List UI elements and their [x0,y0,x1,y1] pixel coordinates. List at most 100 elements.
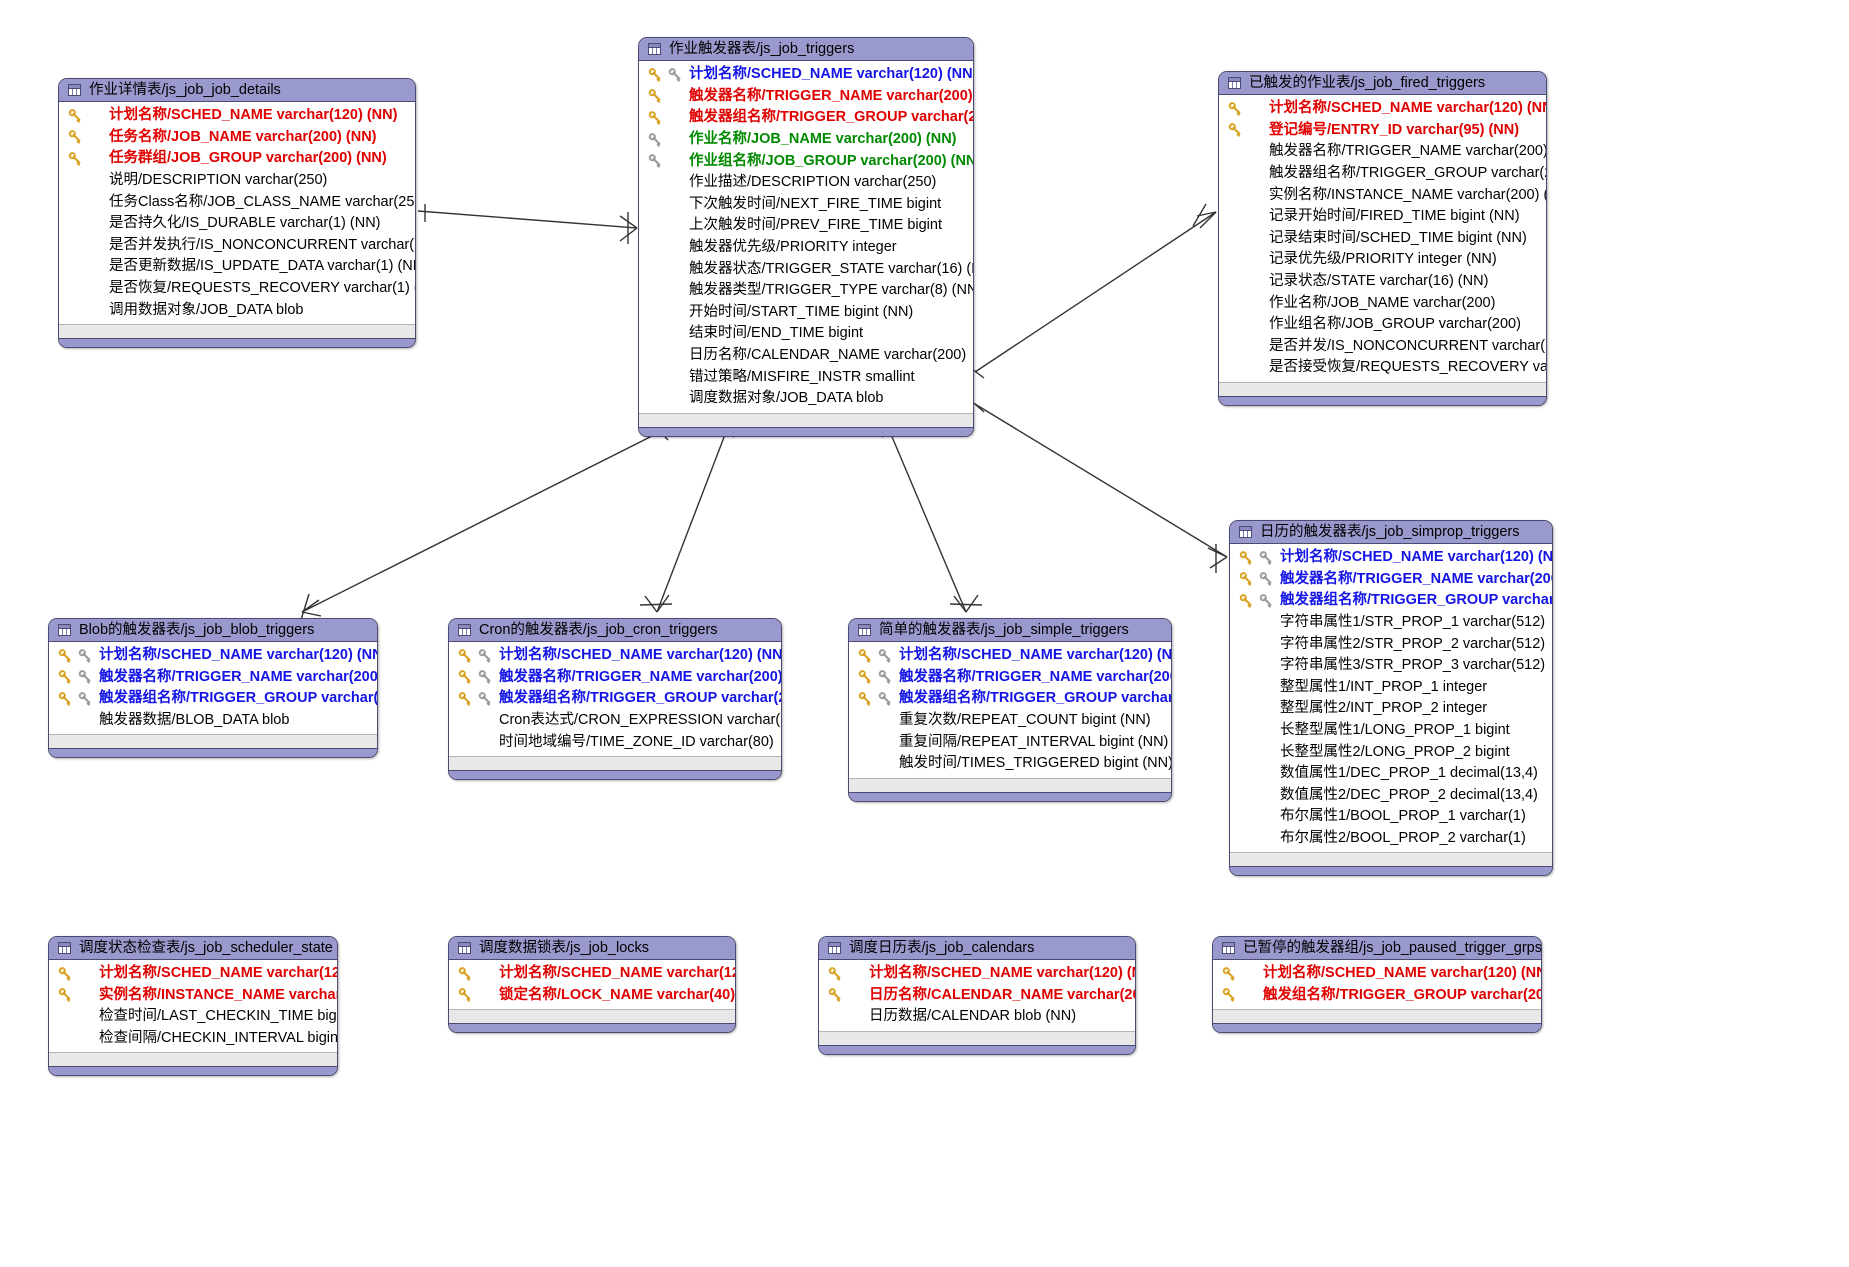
attribute-row[interactable]: Cron表达式/CRON_EXPRESSION varchar(120) (NN… [455,710,781,732]
attribute-row[interactable]: 字符串属性3/STR_PROP_3 varchar(512) [1236,655,1545,677]
attribute-row[interactable]: 开始时间/START_TIME bigint (NN) [645,302,965,324]
entity-header-cron_triggers[interactable]: Cron的触发器表/js_job_cron_triggers [449,619,781,642]
attribute-row[interactable]: 作业描述/DESCRIPTION varchar(250) [645,172,965,194]
attribute-row[interactable]: 整型属性2/INT_PROP_2 integer [1236,698,1544,720]
attribute-row[interactable]: 触发器名称/TRIGGER_NAME varchar(200) (NN) [645,86,973,108]
entity-header-scheduler_state[interactable]: 调度状态检查表/js_job_scheduler_state [49,937,337,960]
attribute-row[interactable]: 布尔属性2/BOOL_PROP_2 varchar(1) [1236,828,1544,850]
attribute-row[interactable]: 触发器名称/TRIGGER_NAME varchar(200) (NN) [55,667,377,689]
attribute-row[interactable]: 实例名称/INSTANCE_NAME varchar(200) (NN) [55,985,337,1007]
attribute-row[interactable]: 计划名称/SCHED_NAME varchar(120) (NN) [55,963,337,985]
attribute-row[interactable]: 数值属性2/DEC_PROP_2 decimal(13,4) [1236,785,1544,807]
attribute-row[interactable]: 触发器组名称/TRIGGER_GROUP varchar(200) (NN) [55,688,377,710]
entity-header-locks[interactable]: 调度数据锁表/js_job_locks [449,937,735,960]
attribute-row[interactable]: 触发组名称/TRIGGER_GROUP varchar(200) (NN) [1219,985,1541,1007]
entity-locks[interactable]: 调度数据锁表/js_job_locks 计划名称/SCHED_NAME varch… [448,936,736,1034]
attribute-row[interactable]: 日历名称/CALENDAR_NAME varchar(200) (NN) [825,985,1135,1007]
attribute-row[interactable]: 记录优先级/PRIORITY integer (NN) [1225,249,1538,271]
attribute-row[interactable]: 计划名称/SCHED_NAME varchar(120) (NN) [1236,547,1552,569]
attribute-row[interactable]: 实例名称/INSTANCE_NAME varchar(200) (NN) [1225,184,1546,206]
attribute-row[interactable]: 计划名称/SCHED_NAME varchar(120) (NN) [455,963,735,985]
attribute-row[interactable]: 任务Class名称/JOB_CLASS_NAME varchar(250) (N… [65,191,415,213]
entity-paused_trigger_grps[interactable]: 已暂停的触发器组/js_job_paused_trigger_grps 计划名称/… [1212,936,1542,1034]
attribute-row[interactable]: 触发器数据/BLOB_DATA blob [55,710,369,732]
attribute-row[interactable]: 日历数据/CALENDAR blob (NN) [825,1006,1127,1028]
entity-calendars[interactable]: 调度日历表/js_job_calendars 计划名称/SCHED_NAME va… [818,936,1136,1055]
attribute-row[interactable]: 计划名称/SCHED_NAME varchar(120) (NN) [1219,963,1541,985]
attribute-row[interactable]: 字符串属性2/STR_PROP_2 varchar(512) [1236,633,1545,655]
entity-header-paused_trigger_grps[interactable]: 已暂停的触发器组/js_job_paused_trigger_grps [1213,937,1541,960]
attribute-row[interactable]: 计划名称/SCHED_NAME varchar(120) (NN) [55,645,377,667]
attribute-row[interactable]: 是否更新数据/IS_UPDATE_DATA varchar(1) (NN) [65,256,415,278]
attribute-row[interactable]: 重复次数/REPEAT_COUNT bigint (NN) [855,710,1163,732]
attribute-row[interactable]: 说明/DESCRIPTION varchar(250) [65,170,407,192]
attribute-row[interactable]: 检查时间/LAST_CHECKIN_TIME bigint (NN) [55,1006,337,1028]
entity-header-job_triggers[interactable]: 作业触发器表/js_job_triggers [639,38,973,61]
attribute-row[interactable]: 计划名称/SCHED_NAME varchar(120) (NN) [825,963,1135,985]
entity-header-calendars[interactable]: 调度日历表/js_job_calendars [819,937,1135,960]
attribute-row[interactable]: 记录开始时间/FIRED_TIME bigint (NN) [1225,206,1538,228]
attribute-row[interactable]: 数值属性1/DEC_PROP_1 decimal(13,4) [1236,763,1544,785]
attribute-row[interactable]: 触发器名称/TRIGGER_NAME varchar(200) (NN) [1236,569,1552,591]
attribute-row[interactable]: 作业组名称/JOB_GROUP varchar(200) (NN) [645,150,973,172]
entity-header-fired_triggers[interactable]: 已触发的作业表/js_job_fired_triggers [1219,72,1546,95]
attribute-row[interactable]: 触发器优先级/PRIORITY integer [645,237,965,259]
attribute-row[interactable]: 触发时间/TIMES_TRIGGERED bigint (NN) [855,753,1171,775]
entity-blob_triggers[interactable]: Blob的触发器表/js_job_blob_triggers 计划名称/SCHED… [48,618,378,759]
attribute-row[interactable]: 触发器名称/TRIGGER_NAME varchar(200) (NN) [455,667,781,689]
attribute-row[interactable]: 重复间隔/REPEAT_INTERVAL bigint (NN) [855,731,1168,753]
entity-header-simple_triggers[interactable]: 简单的触发器表/js_job_simple_triggers [849,619,1171,642]
attribute-row[interactable]: 触发器组名称/TRIGGER_GROUP varchar(200) (NN) [455,688,781,710]
attribute-row[interactable]: 是否接受恢复/REQUESTS_RECOVERY varchar(1) [1225,357,1546,379]
attribute-row[interactable]: 触发器状态/TRIGGER_STATE varchar(16) (NN) [645,258,973,280]
attribute-row[interactable]: 长整型属性2/LONG_PROP_2 bigint [1236,741,1544,763]
attribute-row[interactable]: 是否并发执行/IS_NONCONCURRENT varchar(1) (NN) [65,235,415,257]
attribute-row[interactable]: 是否恢复/REQUESTS_RECOVERY varchar(1) (NN) [65,278,415,300]
attribute-row[interactable]: 锁定名称/LOCK_NAME varchar(40) (NN) [455,985,735,1007]
entity-simprop_triggers[interactable]: 日历的触发器表/js_job_simprop_triggers 计划名称/SCHE… [1229,520,1553,877]
attribute-row[interactable]: 记录状态/STATE varchar(16) (NN) [1225,271,1538,293]
attribute-row[interactable]: 触发器类型/TRIGGER_TYPE varchar(8) (NN) [645,280,973,302]
attribute-row[interactable]: 长整型属性1/LONG_PROP_1 bigint [1236,720,1544,742]
attribute-row[interactable]: 上次触发时间/PREV_FIRE_TIME bigint [645,215,965,237]
entity-job_triggers[interactable]: 作业触发器表/js_job_triggers 计划名称/SCHED_NAME va… [638,37,974,437]
attribute-row[interactable]: 调度数据对象/JOB_DATA blob [645,388,965,410]
attribute-row[interactable]: 触发器名称/TRIGGER_NAME varchar(200) (NN) [855,667,1171,689]
attribute-row[interactable]: 触发器组名称/TRIGGER_GROUP varchar(200) (NN) [1236,590,1552,612]
attribute-row[interactable]: 触发器组名称/TRIGGER_GROUP varchar(200) (NN) [855,688,1171,710]
entity-cron_triggers[interactable]: Cron的触发器表/js_job_cron_triggers 计划名称/SCHED… [448,618,782,780]
attribute-row[interactable]: 触发器名称/TRIGGER_NAME varchar(200) (NN) [1225,141,1546,163]
attribute-row[interactable]: 任务名称/JOB_NAME varchar(200) (NN) [65,127,407,149]
attribute-row[interactable]: 检查间隔/CHECKIN_INTERVAL bigint (NN) [55,1028,337,1050]
entity-header-blob_triggers[interactable]: Blob的触发器表/js_job_blob_triggers [49,619,377,642]
attribute-row[interactable]: 是否持久化/IS_DURABLE varchar(1) (NN) [65,213,407,235]
attribute-row[interactable]: 触发器组名称/TRIGGER_GROUP varchar(200) (NN) [645,107,973,129]
attribute-row[interactable]: 作业名称/JOB_NAME varchar(200) [1225,292,1538,314]
attribute-row[interactable]: 计划名称/SCHED_NAME varchar(120) (NN) [855,645,1171,667]
attribute-row[interactable]: 计划名称/SCHED_NAME varchar(120) (NN) [645,64,973,86]
attribute-row[interactable]: 错过策略/MISFIRE_INSTR smallint [645,366,965,388]
attribute-row[interactable]: 时间地域编号/TIME_ZONE_ID varchar(80) [455,731,774,753]
attribute-row[interactable]: 记录结束时间/SCHED_TIME bigint (NN) [1225,228,1538,250]
attribute-row[interactable]: 计划名称/SCHED_NAME varchar(120) (NN) [65,105,407,127]
attribute-row[interactable]: 登记编号/ENTRY_ID varchar(95) (NN) [1225,120,1538,142]
attribute-row[interactable]: 作业名称/JOB_NAME varchar(200) (NN) [645,129,965,151]
entity-header-simprop_triggers[interactable]: 日历的触发器表/js_job_simprop_triggers [1230,521,1552,544]
attribute-row[interactable]: 布尔属性1/BOOL_PROP_1 varchar(1) [1236,806,1544,828]
attribute-row[interactable]: 整型属性1/INT_PROP_1 integer [1236,677,1544,699]
attribute-row[interactable]: 调用数据对象/JOB_DATA blob [65,299,407,321]
attribute-row[interactable]: 计划名称/SCHED_NAME varchar(120) (NN) [1225,98,1546,120]
attribute-row[interactable]: 结束时间/END_TIME bigint [645,323,965,345]
attribute-row[interactable]: 日历名称/CALENDAR_NAME varchar(200) [645,345,966,367]
attribute-row[interactable]: 下次触发时间/NEXT_FIRE_TIME bigint [645,194,965,216]
attribute-row[interactable]: 是否并发/IS_NONCONCURRENT varchar(1) [1225,336,1546,358]
attribute-row[interactable]: 触发器组名称/TRIGGER_GROUP varchar(200) (NN) [1225,163,1546,185]
entity-scheduler_state[interactable]: 调度状态检查表/js_job_scheduler_state 计划名称/SCHED… [48,936,338,1077]
entity-header-job_details[interactable]: 作业详情表/js_job_job_details [59,79,415,102]
attribute-row[interactable]: 作业组名称/JOB_GROUP varchar(200) [1225,314,1538,336]
attribute-row[interactable]: 任务群组/JOB_GROUP varchar(200) (NN) [65,148,407,170]
entity-simple_triggers[interactable]: 简单的触发器表/js_job_simple_triggers 计划名称/SCHED… [848,618,1172,802]
attribute-row[interactable]: 字符串属性1/STR_PROP_1 varchar(512) [1236,612,1545,634]
attribute-row[interactable]: 计划名称/SCHED_NAME varchar(120) (NN) [455,645,781,667]
entity-job_details[interactable]: 作业详情表/js_job_job_details 计划名称/SCHED_NAME … [58,78,416,348]
